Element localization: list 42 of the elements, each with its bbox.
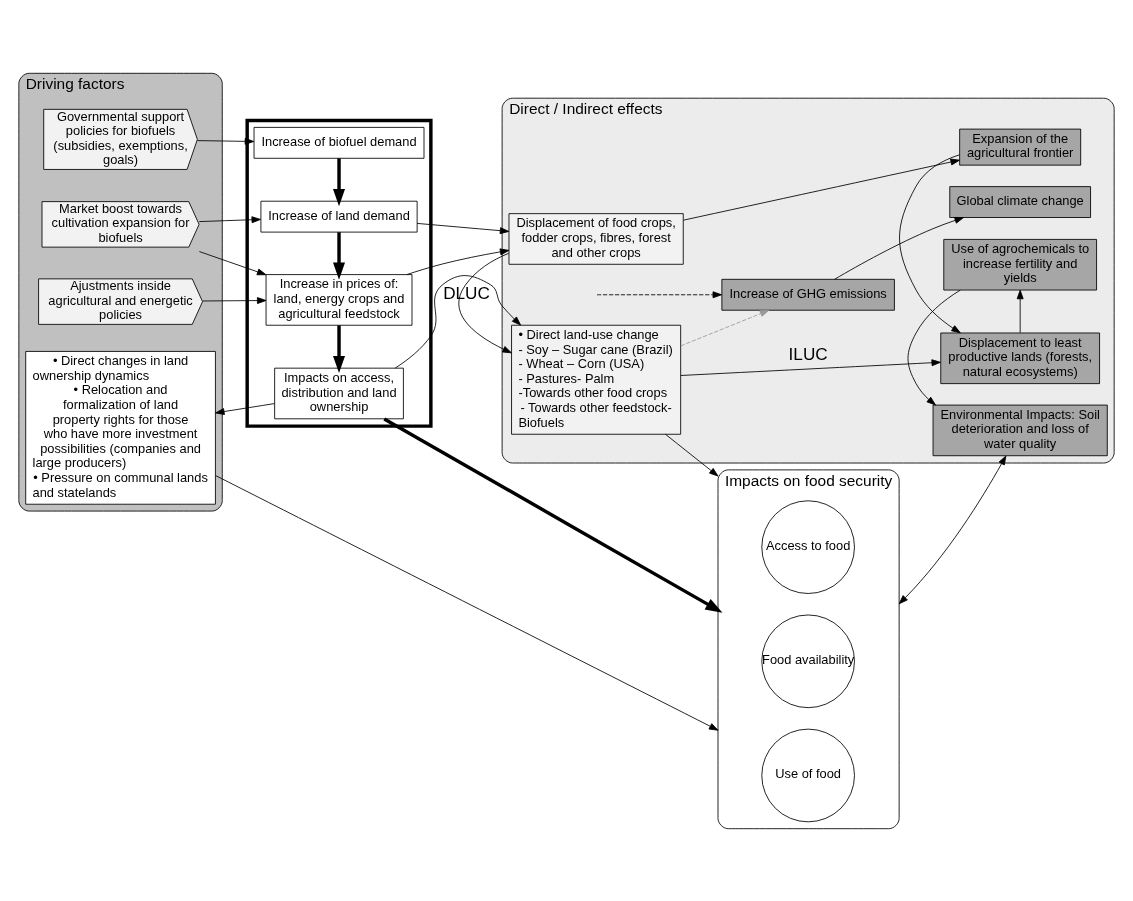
arrow	[202, 296, 267, 304]
node-box: Expansion of the agricultural frontier	[959, 128, 1082, 166]
node-box: Use of agrochemicals to increase fertility and yields	[943, 238, 1097, 290]
arrow	[898, 455, 1007, 604]
arrow	[834, 216, 964, 280]
node-box: Global climate change	[949, 185, 1091, 218]
arrow	[333, 324, 346, 373]
node-box: Displacement to least productive lands (forests, natural ecosystems)	[940, 332, 1100, 384]
arrow	[215, 402, 275, 415]
arrow	[333, 157, 346, 206]
node-circle: Food availability	[761, 614, 855, 708]
edge-label: DLUC	[443, 282, 490, 303]
node-box: Increase of GHG emissions	[721, 278, 895, 311]
node-box: Increase of land demand	[260, 200, 418, 233]
arrow	[333, 231, 346, 280]
arrow	[394, 274, 522, 369]
node-box: Displacement of food crops, fodder crops, fibres, forest and other crops	[508, 212, 684, 265]
arrow	[458, 252, 512, 353]
arrow	[406, 247, 510, 275]
arrow	[197, 137, 255, 145]
arrow	[899, 153, 961, 333]
arrow	[680, 309, 770, 346]
node-box: • Direct land-use change - Soy – Sugar cane (Brazil) - Wheat – Corn (USA) - Pastures- Palm -Towards other food crops - Towards other feedstock- Biofuels	[511, 324, 682, 435]
node-box: Increase in prices of: land, energy crops and agricultural feedstock	[265, 273, 413, 326]
arrow	[683, 158, 960, 221]
edge-label: ILUC	[788, 343, 828, 364]
node-box: Impacts on access, distribution and land ownership	[274, 367, 404, 419]
arrow	[1016, 289, 1024, 333]
node-circle: Use of food	[761, 728, 855, 822]
node-circle: Access to food	[761, 499, 855, 594]
arrow	[665, 433, 719, 476]
node-box: Increase of biofuel demand	[253, 126, 425, 159]
arrow	[198, 250, 267, 275]
arrow	[215, 474, 719, 731]
arrow	[596, 290, 723, 298]
arrow	[383, 416, 723, 613]
node-box: • Direct changes in land ownership dynamics • Relocation and formalization of land property rights for those who have more investment possibilities (companies and large producers) • Pressure on communal lands and statelands	[25, 350, 216, 505]
arrow	[907, 289, 961, 405]
arrow	[680, 358, 941, 376]
arrow	[198, 215, 261, 223]
node-box: Environmental Impacts: Soil deterioration and loss of water quality	[932, 404, 1108, 456]
arrow	[416, 222, 510, 234]
